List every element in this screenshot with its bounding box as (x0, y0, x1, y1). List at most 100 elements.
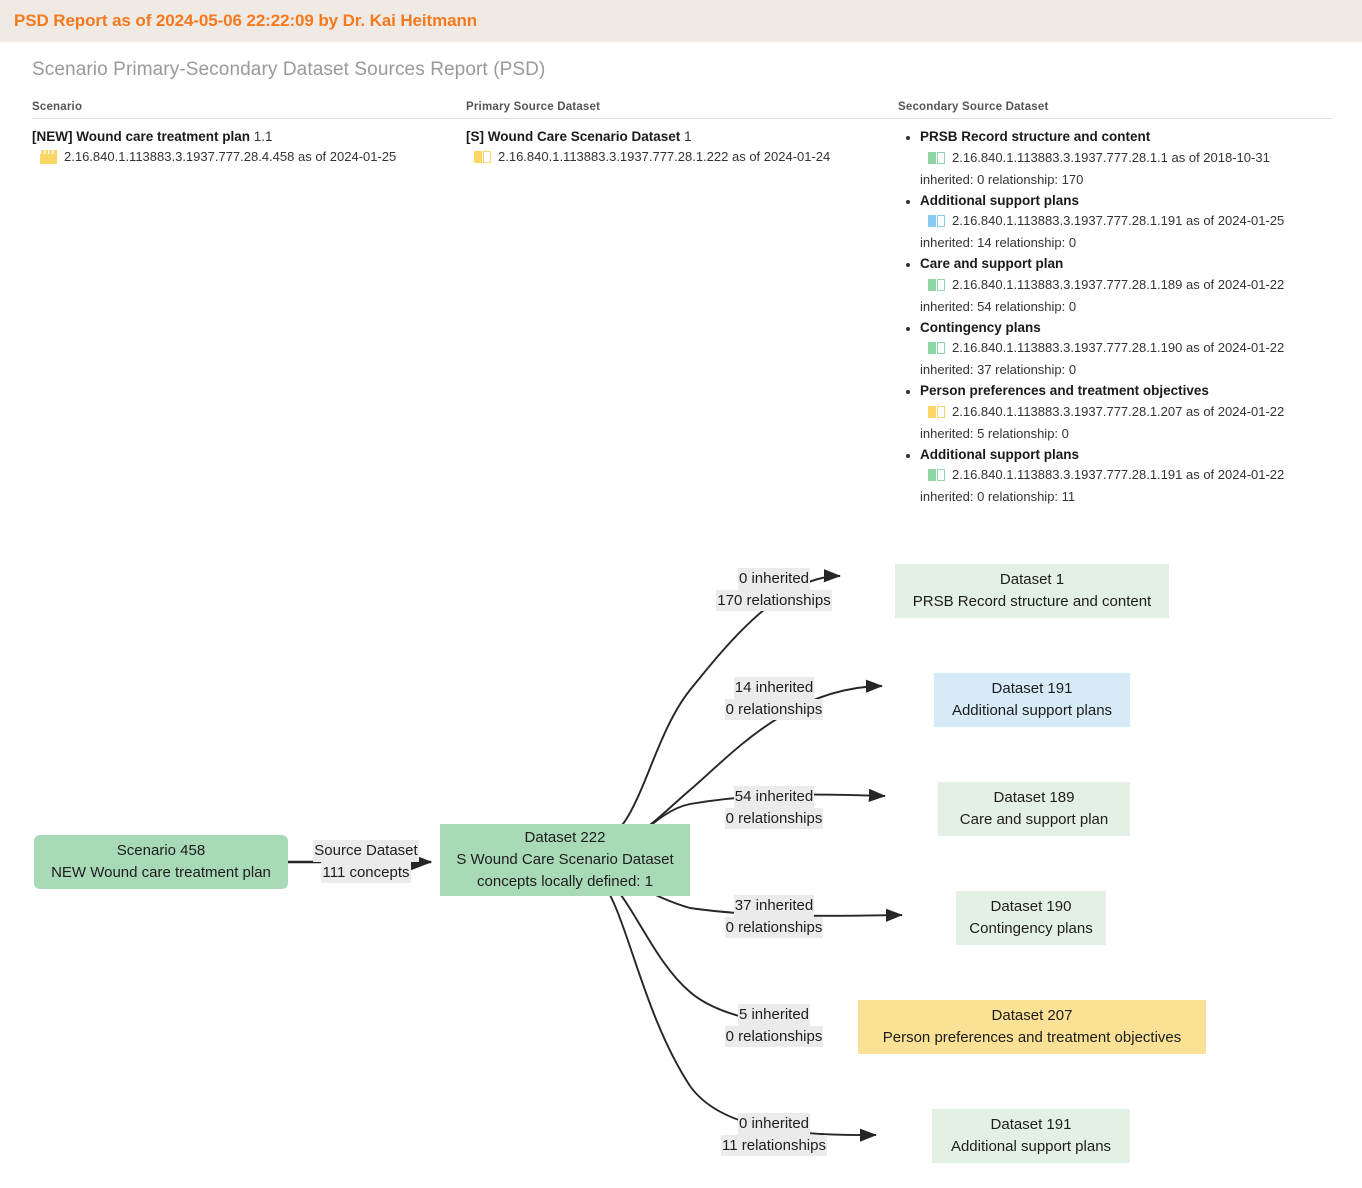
book-icon-yellow (928, 405, 945, 419)
node-line-2: Care and support plan (959, 811, 1109, 828)
edge-label-line-1: 14 inherited (733, 677, 815, 699)
primary-source-oid: 2.16.840.1.113883.3.1937.777.28.1.222 as… (498, 149, 831, 164)
column-header-scenario: Scenario (32, 101, 83, 113)
secondary-name: Contingency plans (920, 319, 1041, 335)
secondary-oid: 2.16.840.1.113883.3.1937.777.28.1.190 as… (952, 340, 1285, 355)
node-dataset-1[interactable]: Dataset 1 PRSB Record structure and cont… (895, 564, 1169, 618)
edge-label-dataset-207: 5 inherited 0 relationships (704, 1004, 844, 1047)
node-line-1: Dataset 207 (991, 1007, 1073, 1024)
edge-label-dataset-191-blue: 14 inherited 0 relationships (704, 677, 844, 720)
report-title-text: PSD Report as of 2024-05-06 22:22:09 by … (14, 11, 478, 30)
edge-label-dataset-189: 54 inherited 0 relationships (704, 786, 844, 829)
dataset-relationship-diagram: Scenario 458 NEW Wound care treatment pl… (0, 540, 1362, 1188)
node-line-2: NEW Wound care treatment plan (51, 864, 271, 881)
psd-sources-table: Scenario Primary Source Dataset Secondar… (32, 101, 1332, 508)
scenario-title: [NEW] Wound care treatment plan 1.1 (32, 127, 466, 146)
secondary-oid-line: 2.16.840.1.113883.3.1937.777.28.1.189 as… (920, 274, 1332, 296)
secondary-counts: inherited: 54 relationship: 0 (920, 298, 1077, 314)
secondary-counts: inherited: 5 relationship: 0 (920, 425, 1069, 441)
secondary-counts: inherited: 37 relationship: 0 (920, 362, 1077, 377)
scenario-clapper-icon (40, 150, 57, 164)
list-item: Care and support plan 2.16.840.1.113883.… (920, 254, 1332, 318)
node-dataset-191-green[interactable]: Dataset 191 Additional support plans (932, 1109, 1130, 1163)
secondary-oid-line: 2.16.840.1.113883.3.1937.777.28.1.191 as… (920, 210, 1332, 232)
node-line-2: S Wound Care Scenario Dataset (456, 851, 674, 868)
secondary-name: Additional support plans (920, 192, 1079, 208)
edge-label-line-1: 54 inherited (733, 786, 815, 808)
book-icon-green (928, 341, 945, 355)
edge-label-line-2: 0 relationships (724, 1025, 824, 1047)
secondary-source-list: PRSB Record structure and content 2.16.8… (898, 127, 1332, 508)
scenario-cell: [NEW] Wound care treatment plan 1.1 2.16… (32, 127, 466, 508)
scenario-version: 1.1 (253, 129, 273, 144)
book-icon-green (928, 468, 945, 482)
edge-label-dataset-190: 37 inherited 0 relationships (704, 895, 844, 938)
secondary-name: Care and support plan (920, 256, 1064, 271)
edge-label-line-1: 0 inherited (737, 1113, 811, 1135)
book-icon-green (928, 151, 945, 165)
node-line-1: Dataset 1 (999, 571, 1065, 588)
node-line-2: Additional support plans (951, 702, 1113, 719)
edge-label-line-2: 0 relationships (724, 698, 824, 720)
edge-label-line-1: Source Dataset (313, 840, 419, 862)
edge-label-line-2: 111 concepts (321, 861, 411, 883)
book-icon-blue (928, 214, 945, 228)
primary-source-name: [S] Wound Care Scenario Dataset (466, 129, 681, 144)
node-line-1: Dataset 191 (991, 680, 1073, 697)
node-line-2: PRSB Record structure and content (912, 593, 1152, 610)
scenario-name: [NEW] Wound care treatment plan (32, 129, 251, 144)
edge-label-line-1: 5 inherited (737, 1004, 811, 1026)
primary-source-title: [S] Wound Care Scenario Dataset 1 (466, 127, 898, 146)
edge-label-dataset-1: 0 inherited 170 relationships (704, 568, 844, 611)
column-header-primary: Primary Source Dataset (466, 101, 601, 113)
page-title: Scenario Primary-Secondary Dataset Sourc… (32, 59, 546, 80)
primary-source-version: 1 (684, 129, 692, 144)
node-line-1: Dataset 222 (524, 829, 606, 846)
list-item: Contingency plans 2.16.840.1.113883.3.19… (920, 318, 1332, 382)
list-item: Person preferences and treatment objecti… (920, 381, 1332, 445)
secondary-counts: inherited: 0 relationship: 11 (920, 489, 1076, 504)
edge-label-line-2: 0 relationships (724, 807, 824, 829)
scenario-oid: 2.16.840.1.113883.3.1937.777.28.4.458 as… (64, 149, 397, 164)
list-item: PRSB Record structure and content 2.16.8… (920, 127, 1332, 191)
node-scenario-458[interactable]: Scenario 458 NEW Wound care treatment pl… (34, 835, 288, 889)
node-line-2: Additional support plans (950, 1138, 1112, 1155)
secondary-name: Additional support plans (920, 446, 1079, 462)
secondary-oid: 2.16.840.1.113883.3.1937.777.28.1.191 as… (952, 213, 1285, 228)
node-line-2: Contingency plans (969, 920, 1093, 937)
scenario-oid-line: 2.16.840.1.113883.3.1937.777.28.4.458 as… (32, 146, 466, 168)
node-dataset-191-blue[interactable]: Dataset 191 Additional support plans (934, 673, 1130, 727)
primary-source-cell: [S] Wound Care Scenario Dataset 1 2.16.8… (466, 127, 898, 508)
secondary-oid: 2.16.840.1.113883.3.1937.777.28.1.191 as… (952, 467, 1285, 482)
book-icon-yellow (474, 150, 491, 164)
edge-label-line-1: 0 inherited (737, 568, 811, 590)
node-line-2: Person preferences and treatment objecti… (882, 1029, 1182, 1046)
node-dataset-189[interactable]: Dataset 189 Care and support plan (938, 782, 1130, 836)
node-line-3: concepts locally defined: 1 (477, 873, 653, 890)
secondary-counts: inherited: 0 relationship: 170 (920, 171, 1084, 187)
secondary-oid-line: 2.16.840.1.113883.3.1937.777.28.1.207 as… (920, 401, 1332, 423)
node-line-1: Scenario 458 (116, 842, 206, 859)
table-row: [NEW] Wound care treatment plan 1.1 2.16… (32, 119, 1332, 508)
edge-label-line-1: 37 inherited (733, 895, 815, 917)
secondary-name: PRSB Record structure and content (920, 129, 1151, 144)
node-dataset-207[interactable]: Dataset 207 Person preferences and treat… (858, 1000, 1206, 1054)
secondary-counts: inherited: 14 relationship: 0 (920, 235, 1077, 250)
node-line-1: Dataset 189 (993, 789, 1075, 806)
node-dataset-222[interactable]: Dataset 222 S Wound Care Scenario Datase… (440, 824, 690, 896)
edge-label-source-dataset: Source Dataset 111 concepts (310, 840, 422, 883)
table-header-row: Scenario Primary Source Dataset Secondar… (32, 101, 1332, 119)
edge-label-dataset-191-green: 0 inherited 11 relationships (704, 1113, 844, 1156)
column-header-secondary: Secondary Source Dataset (898, 101, 1049, 113)
secondary-oid-line: 2.16.840.1.113883.3.1937.777.28.1.190 as… (920, 337, 1332, 359)
node-line-1: Dataset 191 (990, 1116, 1072, 1133)
secondary-oid: 2.16.840.1.113883.3.1937.777.28.1.189 as… (952, 276, 1285, 292)
list-item: Additional support plans 2.16.840.1.1138… (920, 191, 1332, 255)
edge-label-line-2: 0 relationships (724, 916, 824, 938)
node-dataset-190[interactable]: Dataset 190 Contingency plans (956, 891, 1106, 945)
node-line-1: Dataset 190 (990, 898, 1072, 915)
book-icon-green (928, 278, 945, 292)
secondary-name: Person preferences and treatment objecti… (920, 383, 1209, 398)
secondary-oid: 2.16.840.1.113883.3.1937.777.28.1.207 as… (952, 403, 1285, 419)
primary-source-oid-line: 2.16.840.1.113883.3.1937.777.28.1.222 as… (466, 146, 898, 168)
